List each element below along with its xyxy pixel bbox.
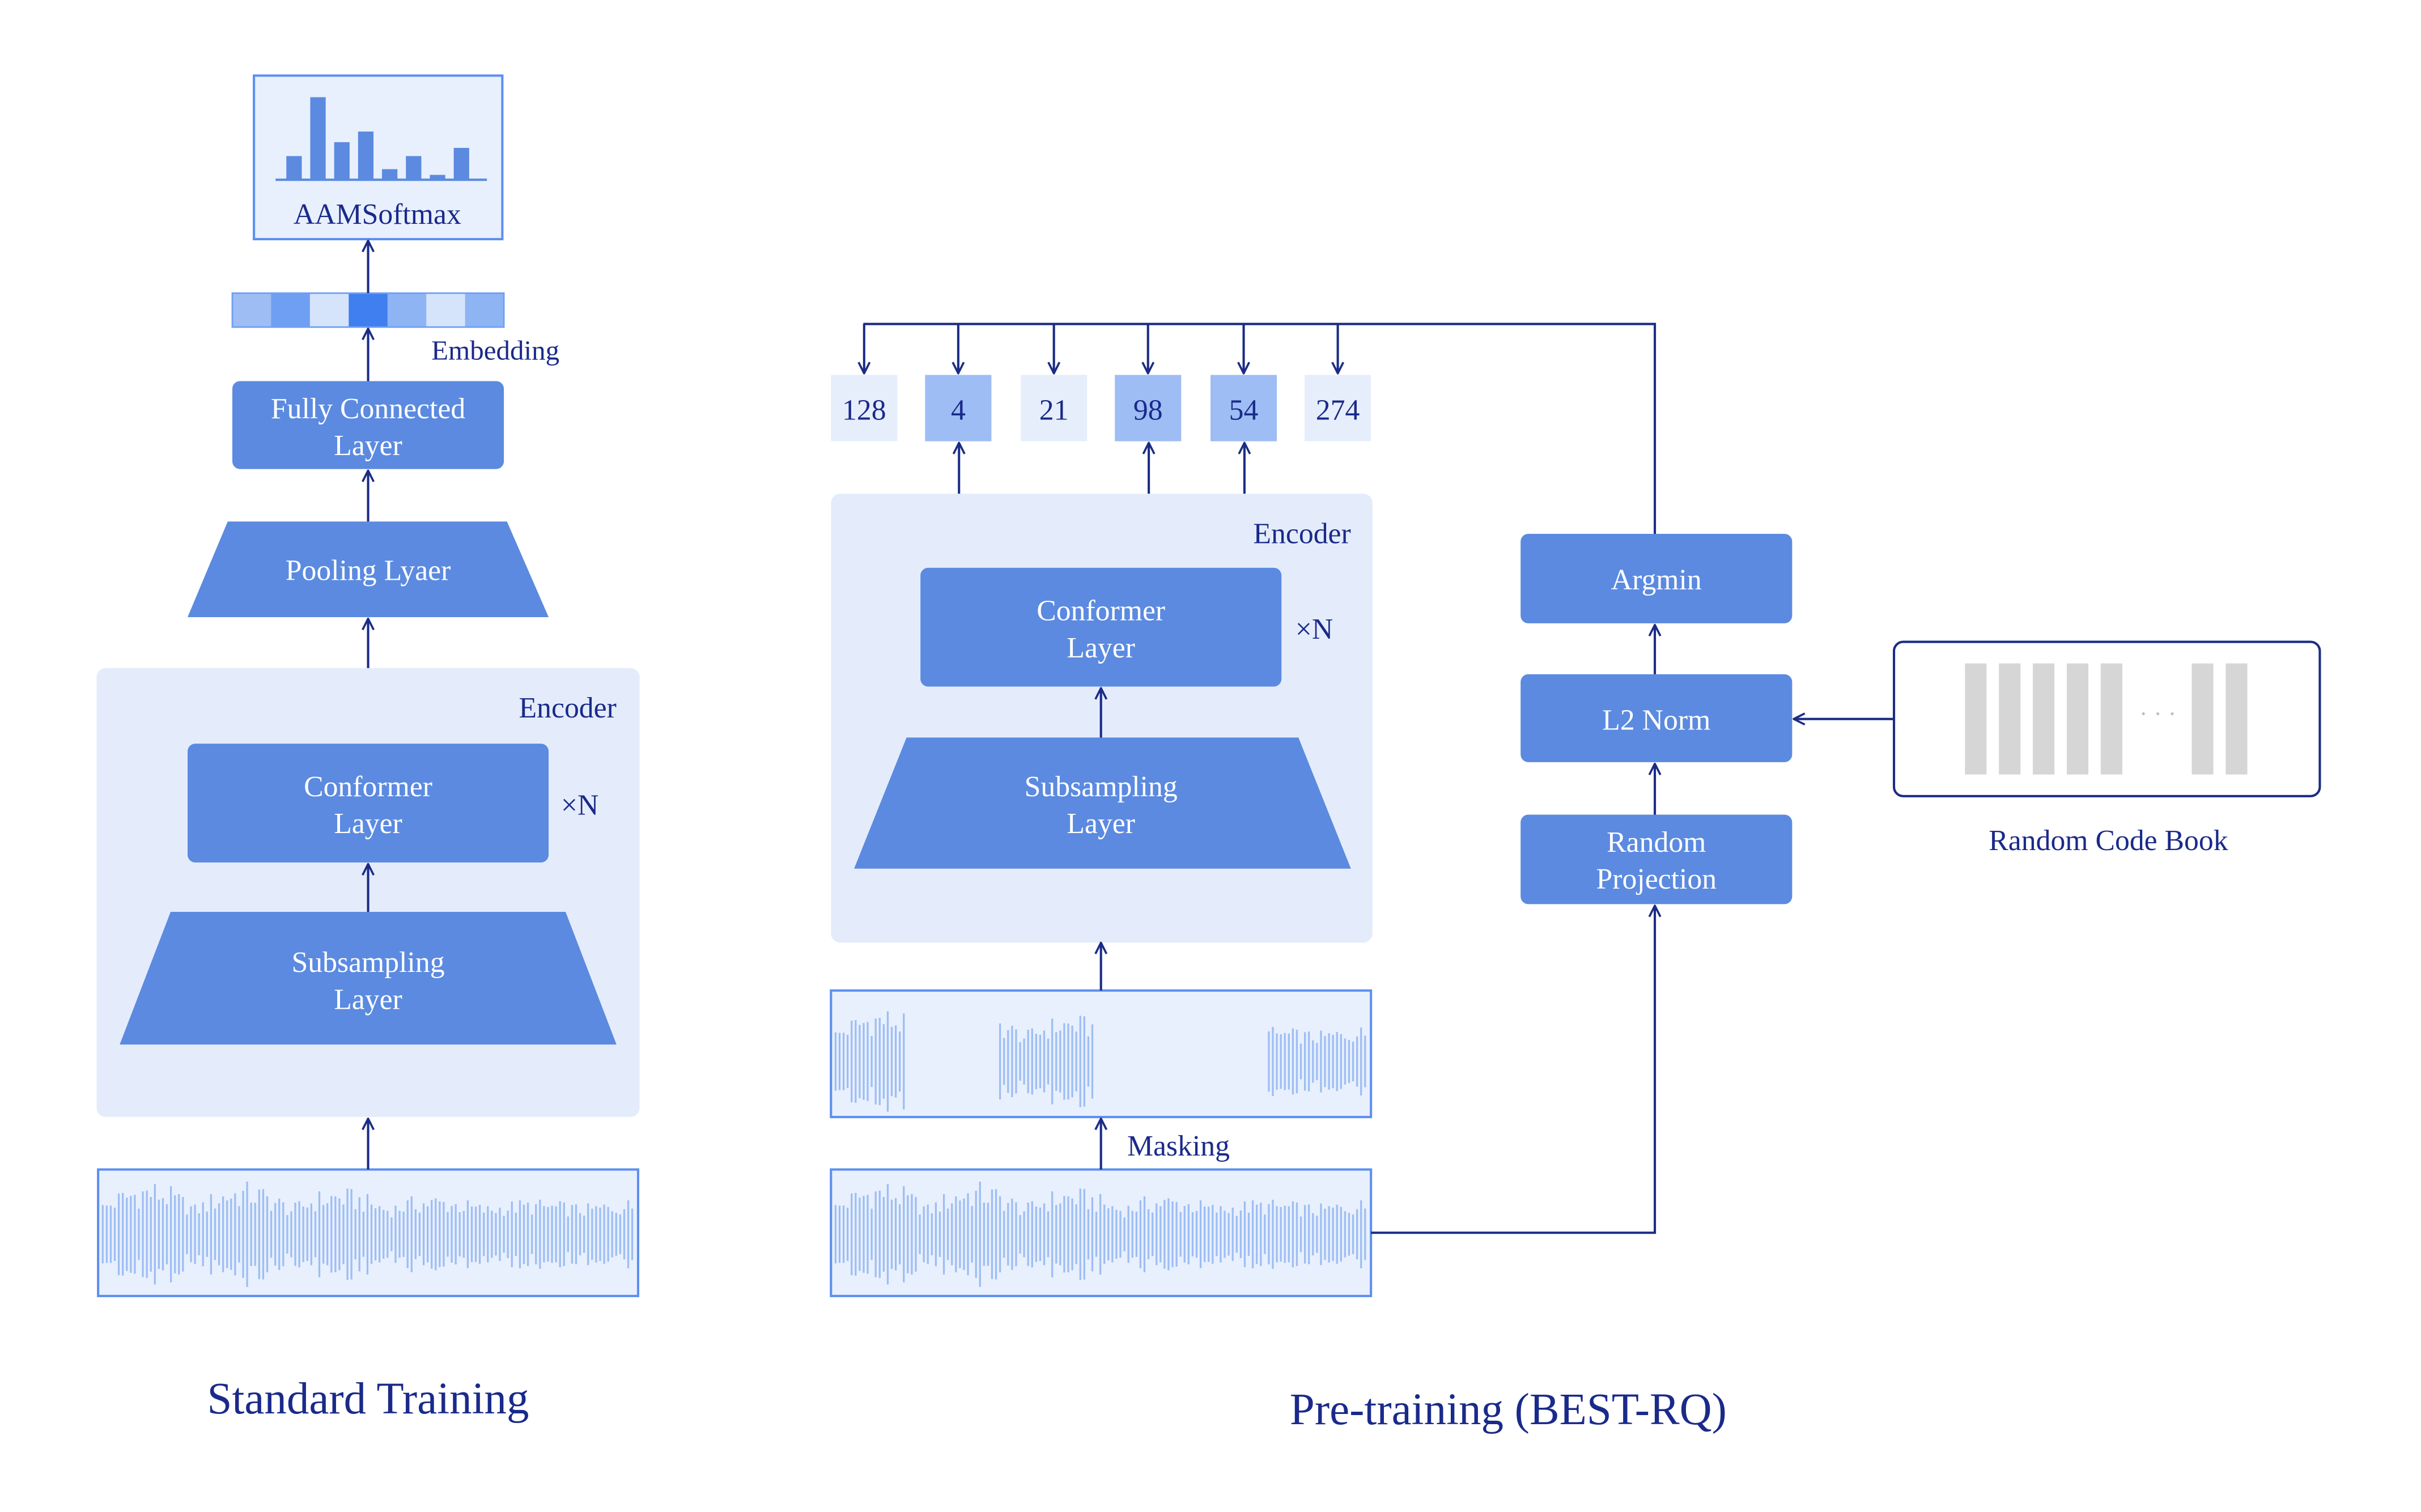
token-21: 21 — [1021, 375, 1088, 441]
target-token-row: 128 4 21 98 54 274 — [831, 375, 1371, 441]
token-54: 54 — [1210, 375, 1277, 441]
softmax-bar — [334, 142, 350, 179]
argmin-block: Argmin — [1520, 533, 1793, 623]
codebook-vector — [2225, 663, 2248, 775]
codebook-vector — [1999, 663, 2021, 775]
token-value: 98 — [1133, 394, 1163, 427]
softmax-bar — [382, 169, 398, 179]
pooling-block: Pooling Lyaer — [188, 521, 549, 617]
embedding-cell — [465, 293, 504, 328]
softmax-bar — [358, 131, 374, 179]
codebook-label: Random Code Book — [1989, 825, 2228, 857]
standard-training-diagram: AAMSoftmax Embedding Fully Connected Lay… — [96, 74, 640, 1424]
pretrain-subsampling-label-line2: Layer — [1067, 808, 1135, 840]
codebook-vector — [2066, 663, 2089, 775]
token-98: 98 — [1115, 375, 1182, 441]
aamsoftmax-block: AAMSoftmax — [253, 74, 504, 241]
token-box — [925, 375, 992, 441]
embedding-vector: Embedding — [231, 292, 559, 366]
token-128: 128 — [831, 375, 898, 441]
pretrain-subsampling-block: Subsampling Layer — [854, 737, 1351, 869]
token-box — [1115, 375, 1182, 441]
token-box — [1305, 375, 1371, 441]
random-projection-label-line2: Projection — [1596, 863, 1717, 895]
standard-input-waveform — [97, 1168, 640, 1297]
codebook-vector — [2033, 663, 2055, 775]
standard-subsampling-block: Subsampling Layer — [120, 911, 617, 1045]
embedding-cell — [309, 293, 350, 328]
softmax-bar — [453, 147, 469, 179]
softmax-bar — [430, 175, 445, 179]
codebook-vectors — [1965, 663, 2248, 775]
embedding-label: Embedding — [431, 334, 559, 366]
embedding-cell — [426, 293, 466, 328]
codebook-ellipsis: · · · — [2139, 700, 2176, 728]
pretraining-title: Pre-training (BEST-RQ) — [1290, 1385, 1727, 1434]
pretrain-subsampling-label-line1: Subsampling — [1025, 771, 1178, 803]
softmax-histogram — [286, 97, 469, 179]
token-box — [1210, 375, 1277, 441]
codebook-vector — [2100, 663, 2122, 775]
embedding-cell — [387, 293, 427, 328]
token-value: 21 — [1039, 394, 1069, 427]
pretrain-conformer-block: Conformer Layer — [920, 567, 1282, 687]
standard-repeat-label: ×N — [561, 789, 599, 821]
codebook-vector — [1965, 663, 1987, 775]
embedding-cells — [232, 293, 504, 328]
token-4: 4 — [925, 375, 992, 441]
arrow-raw-to-projection — [1371, 904, 1662, 1234]
token-value: 54 — [1229, 394, 1259, 427]
masked-waveform — [830, 989, 1373, 1119]
random-projection-block: Random Projection — [1520, 814, 1793, 904]
standard-conformer-label-line2: Layer — [334, 808, 402, 840]
token-value: 274 — [1316, 394, 1360, 427]
token-box — [1021, 375, 1088, 441]
standard-encoder-label: Encoder — [519, 692, 617, 724]
l2-norm-label: L2 Norm — [1602, 704, 1710, 737]
standard-subsampling-label-line1: Subsampling — [291, 946, 444, 979]
random-codebook: · · · Random Code Book — [1893, 640, 2321, 857]
argmin-output-line — [863, 322, 1657, 534]
token-274: 274 — [1305, 375, 1371, 441]
token-value: 128 — [842, 394, 886, 427]
embedding-cell — [271, 293, 311, 328]
pretrain-conformer-label-line2: Layer — [1067, 632, 1135, 664]
softmax-bar — [406, 156, 422, 179]
argmin-to-token-arrows — [857, 324, 1345, 375]
standard-conformer-block: Conformer Layer — [188, 744, 549, 863]
random-projection-label-line1: Random — [1607, 826, 1706, 859]
pretrain-encoder-label: Encoder — [1253, 517, 1350, 550]
pooling-label: Pooling Lyaer — [286, 555, 451, 587]
token-box — [831, 375, 898, 441]
embedding-cell — [349, 293, 388, 328]
raw-waveform-lines — [834, 1182, 1366, 1287]
token-value: 4 — [951, 394, 966, 427]
standard-conformer-label-line1: Conformer — [304, 771, 432, 803]
fc-label-line2: Layer — [334, 430, 402, 462]
softmax-bar — [310, 97, 326, 179]
pretraining-diagram: 128 4 21 98 54 274 Encoder Conformer Layer ×N… — [830, 322, 2321, 1434]
masking-label: Masking — [1127, 1130, 1230, 1162]
argmin-label: Argmin — [1611, 564, 1702, 596]
softmax-bar — [286, 156, 302, 179]
l2-norm-block: L2 Norm — [1520, 674, 1793, 762]
fc-label-line1: Fully Connected — [271, 393, 465, 425]
pretrain-repeat-label: ×N — [1296, 613, 1333, 645]
masked-waveform-lines — [834, 1011, 1366, 1112]
standard-waveform-lines — [101, 1182, 634, 1287]
embedding-cell — [232, 293, 272, 328]
pretrain-conformer-label-line1: Conformer — [1037, 594, 1165, 627]
raw-waveform — [830, 1168, 1373, 1297]
standard-subsampling-label-line2: Layer — [334, 983, 402, 1016]
codebook-vector — [2191, 663, 2214, 775]
aamsoftmax-label: AAMSoftmax — [294, 198, 461, 231]
fully-connected-block: Fully Connected Layer — [232, 381, 504, 469]
standard-training-title: Standard Training — [207, 1374, 529, 1424]
